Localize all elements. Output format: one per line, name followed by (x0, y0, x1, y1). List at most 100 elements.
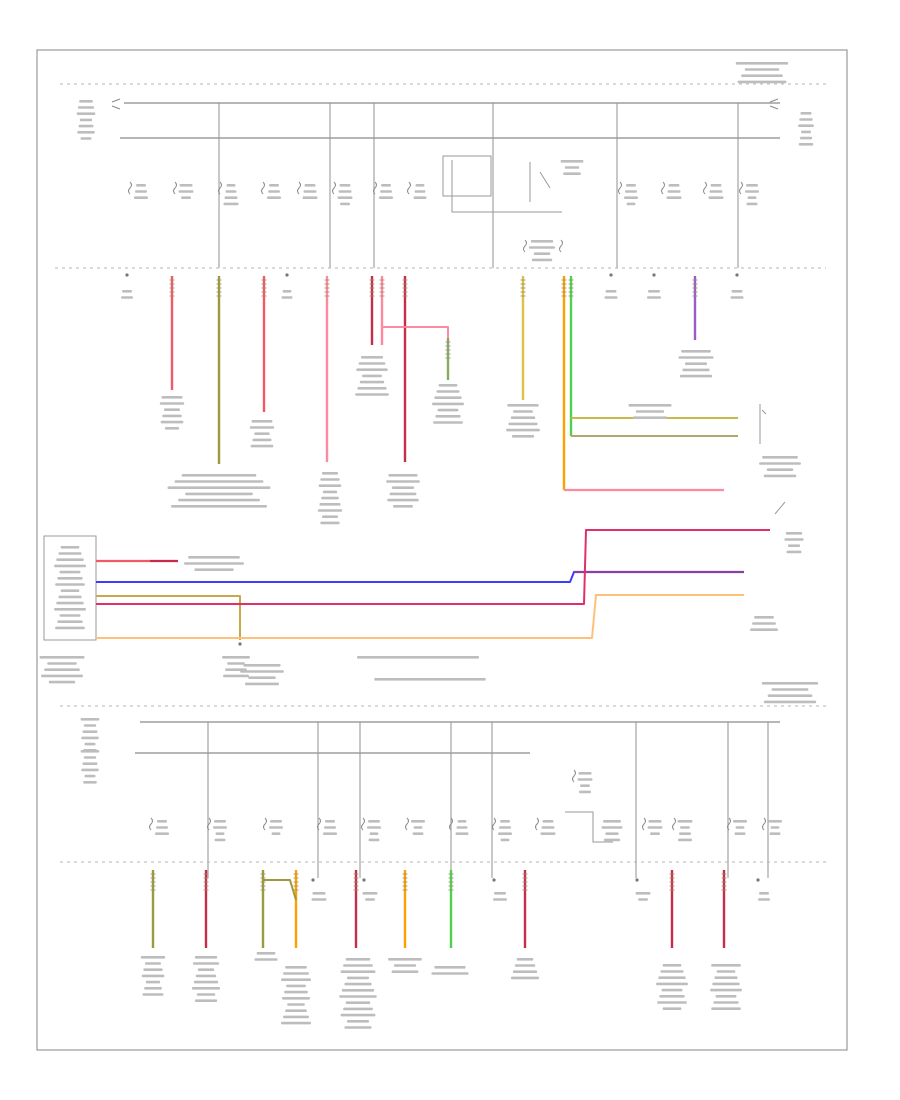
label-mark (369, 832, 379, 835)
label-mark (679, 374, 713, 378)
label-mark (650, 832, 660, 835)
label-mark (624, 196, 638, 199)
label-mark (798, 143, 814, 146)
label-mark (343, 964, 373, 967)
label-mark (269, 184, 279, 187)
label-mark (80, 137, 92, 140)
ground-icon (285, 273, 289, 277)
label-mark (337, 196, 353, 199)
label-mark (343, 1007, 373, 1011)
label-mark (563, 172, 581, 175)
fuse-icon (263, 817, 267, 831)
fuse-icon (218, 181, 222, 195)
label-mark (195, 974, 217, 978)
wire-harness (96, 276, 770, 948)
label-mark (271, 832, 281, 835)
label-mark (500, 820, 510, 823)
label-mark (510, 976, 540, 980)
label-mark (759, 892, 769, 895)
label-mark (312, 892, 326, 895)
label-mark (121, 296, 133, 299)
label-mark (648, 290, 660, 293)
ground-icon (652, 273, 656, 277)
label-mark (456, 826, 468, 829)
label-mark (192, 962, 220, 965)
label-mark (214, 838, 226, 842)
label-mark (174, 480, 264, 483)
label-mark (603, 820, 621, 823)
label-mark (387, 498, 419, 502)
label-mark (79, 100, 93, 103)
label-mark (731, 290, 743, 293)
label-mark (320, 478, 340, 481)
label-mark (215, 832, 225, 835)
ground-icon (238, 642, 242, 646)
label-mark (179, 184, 193, 187)
label-mark (338, 190, 352, 193)
label-mark (579, 790, 591, 794)
label-mark (711, 1007, 741, 1010)
label-mark (252, 438, 272, 442)
label-mark (156, 826, 168, 829)
label-mark (142, 993, 164, 996)
label-mark (193, 980, 219, 984)
label-mark (359, 380, 385, 384)
label-mark (498, 832, 512, 835)
ground-icon (756, 878, 760, 882)
label-mark (83, 724, 97, 727)
label-mark (285, 966, 307, 969)
label-mark (322, 515, 338, 518)
label-mark (58, 552, 82, 555)
label-mark (735, 62, 789, 65)
label-mark (374, 678, 486, 681)
label-mark (339, 184, 351, 187)
label-mark (77, 106, 95, 109)
label-mark (601, 826, 623, 829)
label-mark (746, 202, 758, 206)
label-mark (770, 826, 780, 829)
label-mark (681, 350, 711, 353)
label-mark (436, 390, 460, 393)
label-mark (245, 682, 279, 686)
label-mark (638, 898, 648, 901)
label-mark (656, 982, 688, 986)
label-mark (648, 820, 662, 823)
fuse-icon (523, 239, 527, 253)
label-mark (181, 474, 257, 477)
label-mark (799, 118, 813, 121)
label-mark (635, 410, 665, 413)
label-mark (787, 544, 801, 547)
label-mark (730, 296, 744, 299)
label-mark (83, 756, 97, 759)
label-mark (647, 296, 661, 299)
label-mark (507, 404, 539, 407)
label-mark (283, 1015, 309, 1019)
fuse-icon (559, 239, 563, 253)
label-mark (413, 196, 427, 199)
label-mark (434, 966, 466, 969)
fuse-icon (361, 817, 365, 831)
label-mark (56, 558, 84, 561)
label-mark (83, 781, 97, 784)
label-mark (322, 472, 338, 475)
label-mark (368, 838, 380, 842)
label-mark (345, 958, 371, 961)
label-mark (282, 290, 292, 293)
ground-icon (125, 273, 129, 277)
label-mark (185, 492, 253, 496)
label-mark (632, 416, 668, 419)
label-mark (414, 190, 426, 193)
label-mark (344, 1026, 372, 1029)
label-mark (801, 130, 811, 134)
diagram-labels (39, 62, 819, 1029)
fuse-icon (297, 181, 301, 195)
label-mark (516, 958, 534, 961)
label-mark (389, 492, 417, 496)
label-mark (281, 296, 293, 299)
label-mark (388, 474, 418, 477)
label-mark (362, 892, 378, 895)
label-mark (494, 892, 506, 895)
label-mark (79, 118, 93, 122)
label-mark (708, 196, 724, 199)
